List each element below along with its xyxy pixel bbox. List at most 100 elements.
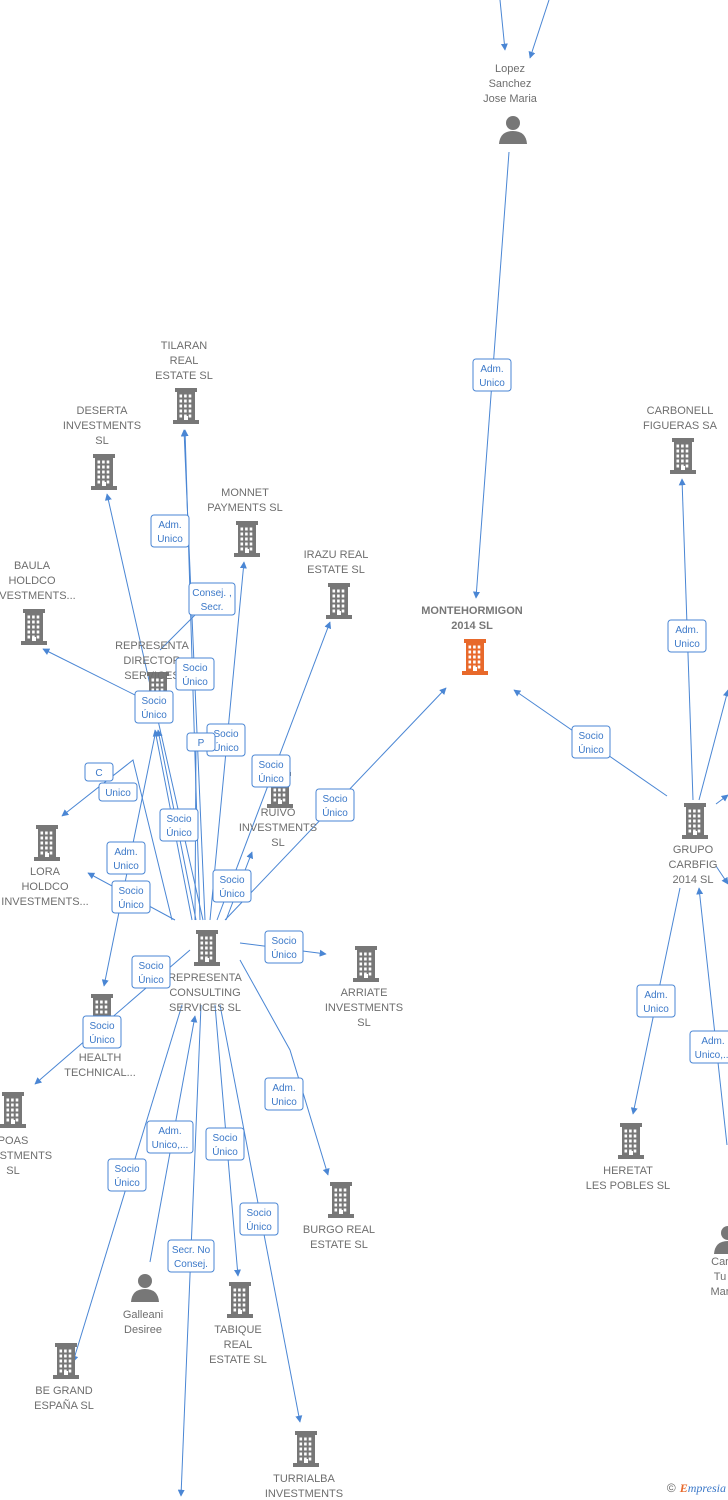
person-icon[interactable]: [131, 1274, 159, 1302]
node-label-line: Tu: [714, 1271, 726, 1283]
edge-label[interactable]: P: [186, 732, 216, 752]
edge-label-box: [150, 514, 190, 548]
edge-label-box: [689, 1030, 728, 1064]
edge-label-text: Único: [219, 887, 245, 900]
edge-label[interactable]: Adm.Unico: [264, 1077, 304, 1111]
edge-label-text: Socio: [114, 1164, 139, 1175]
person-icon[interactable]: [714, 1226, 728, 1254]
edge-label[interactable]: Adm.Unico,...: [146, 1120, 194, 1154]
node-label-line: GRUPO: [673, 844, 714, 856]
node-label-line: Lopez: [495, 63, 525, 75]
edge-label[interactable]: Adm.Unico: [667, 619, 707, 653]
edge-label-text: Adm.: [644, 990, 667, 1001]
edge-label[interactable]: Adm. Unico,...: [689, 1030, 728, 1064]
node-poas[interactable]: POASINVESTMENTSSL: [0, 1092, 52, 1177]
edge-label[interactable]: Consej. ,Secr.: [188, 582, 236, 616]
building-icon[interactable]: [194, 930, 220, 966]
building-icon[interactable]: [328, 1182, 354, 1218]
empresia-brand[interactable]: ©Empresia: [667, 1481, 726, 1496]
building-icon[interactable]: [682, 803, 708, 839]
edge-label-text: Adm.: [675, 625, 698, 636]
building-icon[interactable]: [462, 639, 488, 675]
building-icon[interactable]: [618, 1123, 644, 1159]
building-icon[interactable]: [91, 454, 117, 490]
node-baula[interactable]: BAULAHOLDCOINVESTMENTS...: [0, 560, 76, 645]
edge-label[interactable]: C: [84, 762, 114, 782]
building-icon[interactable]: [234, 521, 260, 557]
edge-label-text: Adm.: [701, 1036, 724, 1047]
building-icon[interactable]: [21, 609, 47, 645]
edge-0: [499, 0, 508, 51]
building-icon[interactable]: [173, 388, 199, 424]
edge-label[interactable]: Unico: [98, 782, 138, 802]
edge-label-text: Unico: [479, 378, 505, 389]
edge-label-text: Único: [138, 973, 164, 986]
node-label-line: SL: [6, 1165, 19, 1177]
building-icon[interactable]: [326, 583, 352, 619]
edge-label-text: Socio: [166, 814, 191, 825]
edge-label-text: Socio: [89, 1021, 114, 1032]
edge-label-box: [667, 619, 707, 653]
edge-8: [696, 887, 728, 1146]
building-icon[interactable]: [293, 1431, 319, 1467]
node-label-line: TECHNICAL...: [64, 1067, 136, 1079]
building-icon[interactable]: [670, 438, 696, 474]
edge-label-text: Socio: [271, 936, 296, 947]
node-label-line: 2014 SL: [673, 874, 714, 886]
edge-label-box: [159, 808, 199, 842]
edge-label[interactable]: Adm.Unico: [106, 841, 146, 875]
building-icon[interactable]: [227, 1282, 253, 1318]
node-label-line: 2014 SL: [451, 620, 493, 632]
edge-label[interactable]: Adm.Unico: [150, 514, 190, 548]
edge-label-text: Único: [322, 806, 348, 819]
edge-label[interactable]: Adm.Unico: [636, 984, 676, 1018]
edge-label-text: Unico: [271, 1097, 297, 1108]
node-label-line: HEALTH: [79, 1052, 122, 1064]
building-icon[interactable]: [353, 946, 379, 982]
edge-label-text: Unico,...: [695, 1050, 728, 1061]
building-icon[interactable]: [0, 1092, 26, 1128]
edge-label-text: Único: [114, 1176, 140, 1189]
node-label-line: INVESTMENTS: [325, 1002, 403, 1014]
node-lora[interactable]: LORAHOLDCOINVESTMENTS...: [1, 825, 89, 908]
node-label-line: SERVICES: [124, 670, 179, 682]
person-icon[interactable]: [499, 116, 527, 144]
building-icon[interactable]: [53, 1343, 79, 1379]
node-label-line: SERVICES SL: [169, 1002, 241, 1014]
building-icon[interactable]: [34, 825, 60, 861]
edge-label[interactable]: Adm.Unico: [472, 358, 512, 392]
